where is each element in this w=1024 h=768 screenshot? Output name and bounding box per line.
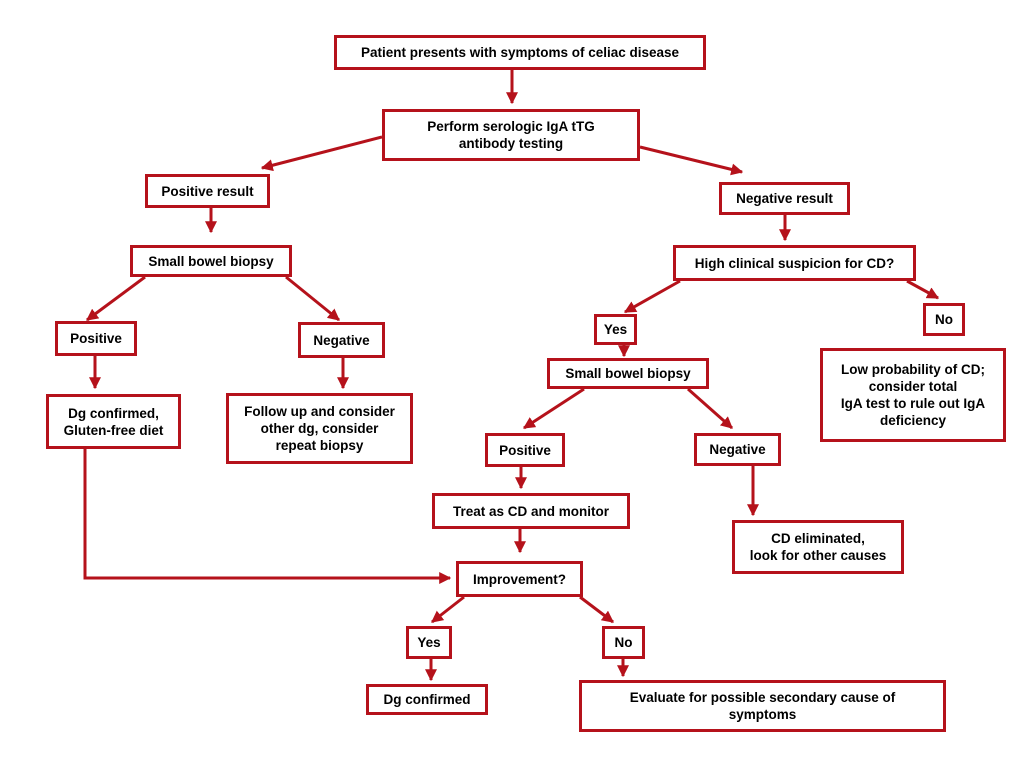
arrow-biopsy-to-right-positive — [522, 387, 585, 430]
arrow-suspicion-to-yes — [623, 279, 681, 314]
improvement-node: Improvement? — [456, 561, 583, 597]
treat-as-cd-node: Treat as CD and monitor — [432, 493, 630, 529]
suspicion-no-node: No — [923, 303, 965, 336]
suspicion-yes-node: Yes — [594, 314, 637, 345]
dg-confirmed-node: Dg confirmed — [366, 684, 488, 715]
improvement-yes-node: Yes — [406, 626, 452, 659]
positive-result-node: Positive result — [145, 174, 270, 208]
dg-confirmed-diet-node: Dg confirmed, Gluten-free diet — [46, 394, 181, 449]
arrow-biopsy-to-left-positive — [86, 275, 146, 322]
negative-result-node: Negative result — [719, 182, 850, 215]
arrow-serology-to-positive-result — [260, 135, 383, 172]
small-bowel-biopsy-right-node: Small bowel biopsy — [547, 358, 709, 389]
right-negative-node: Negative — [694, 433, 781, 466]
cd-eliminated-node: CD eliminated, look for other causes — [732, 520, 904, 574]
arrow-serology-to-negative-result — [639, 145, 744, 176]
follow-up-node: Follow up and consider other dg, conside… — [226, 393, 413, 464]
arrow-improvement-to-yes — [431, 595, 465, 624]
left-positive-node: Positive — [55, 321, 137, 356]
improvement-no-node: No — [602, 626, 645, 659]
evaluate-secondary-node: Evaluate for possible secondary cause of… — [579, 680, 946, 732]
arrow-improvement-to-no — [579, 595, 614, 624]
arrow-biopsy-to-right-negative — [687, 387, 733, 430]
arrow-biopsy-to-left-negative — [285, 275, 340, 322]
small-bowel-biopsy-left-node: Small bowel biopsy — [130, 245, 292, 277]
arrow-dg-confirmed-to-improvement — [83, 449, 452, 584]
serology-node: Perform serologic IgA tTG antibody testi… — [382, 109, 640, 161]
arrow-suspicion-to-no — [906, 279, 940, 300]
right-positive-node: Positive — [485, 433, 565, 467]
high-suspicion-node: High clinical suspicion for CD? — [673, 245, 916, 281]
low-probability-node: Low probability of CD; consider total Ig… — [820, 348, 1006, 442]
left-negative-node: Negative — [298, 322, 385, 358]
start-node: Patient presents with symptoms of celiac… — [334, 35, 706, 70]
